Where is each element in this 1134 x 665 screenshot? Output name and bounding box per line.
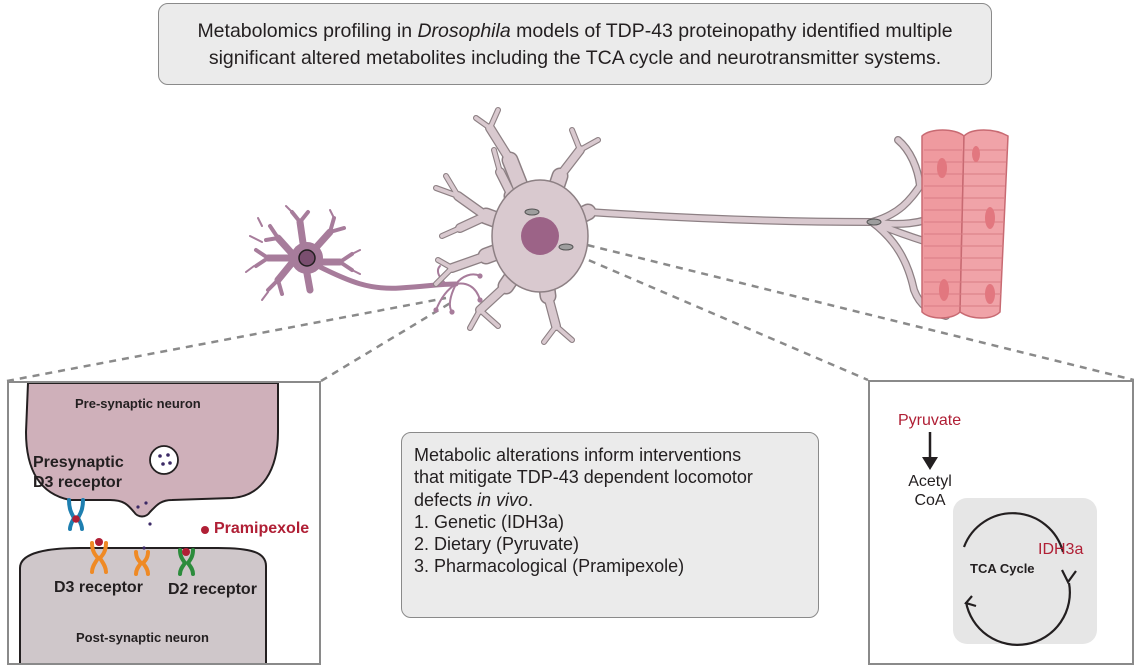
d2-receptor-icon bbox=[178, 548, 195, 576]
zoom-connectors bbox=[6, 240, 1134, 383]
postsynaptic-terminal bbox=[19, 547, 267, 663]
connector-left-a bbox=[6, 296, 447, 383]
d3-receptor-label: D3 receptor bbox=[54, 579, 143, 596]
connector-right-a bbox=[564, 248, 869, 382]
interventions-box: Metabolic alterations inform interventio… bbox=[401, 432, 819, 618]
synapse-panel bbox=[7, 381, 321, 665]
d3-receptor-icon bbox=[134, 550, 150, 576]
presynaptic-d3-receptor-icon bbox=[67, 498, 85, 531]
d3-receptor-icon bbox=[90, 538, 108, 574]
post-synaptic-label: Post-synaptic neuron bbox=[76, 630, 209, 645]
intervention-item: 1. Genetic (IDH3a) bbox=[414, 511, 565, 532]
pre-synaptic-label: Pre-synaptic neuron bbox=[75, 396, 201, 411]
connector-right-b bbox=[574, 240, 1134, 382]
presynaptic-receptor-label: Presynaptic D3 receptor bbox=[33, 454, 124, 491]
tca-cycle-arrow-icon bbox=[962, 512, 1071, 646]
synapse-illustration bbox=[19, 382, 279, 663]
header-line-1: Metabolomics profiling in Drosophila mod… bbox=[197, 20, 953, 42]
tca-background bbox=[953, 498, 1097, 644]
intervention-item: 2. Dietary (Pyruvate) bbox=[414, 534, 580, 555]
header-line-2: significant altered metabolites includin… bbox=[208, 47, 942, 69]
interventions-line-2: that mitigate TDP-43 dependent locomotor bbox=[414, 467, 753, 488]
connector-left-b bbox=[320, 300, 453, 383]
idh3a-label: IDH3a bbox=[1038, 541, 1084, 558]
tca-panel bbox=[868, 380, 1134, 665]
interventions-line-1: Metabolic alterations inform interventio… bbox=[414, 445, 742, 465]
header-summary-box: Metabolomics profiling in Drosophila mod… bbox=[158, 3, 992, 85]
pyruvate-label: Pyruvate bbox=[898, 412, 962, 429]
d2-receptor-label: D2 receptor bbox=[168, 581, 257, 598]
small-neuron bbox=[245, 205, 483, 315]
tca-illustration bbox=[922, 432, 1097, 646]
acetyl-coa-label: Acetyl CoA bbox=[908, 473, 952, 509]
intervention-item: 3. Pharmacological (Pramipexole) bbox=[414, 556, 685, 577]
pramipexole-dot-icon bbox=[201, 526, 209, 534]
presynaptic-terminal bbox=[24, 382, 279, 518]
interventions-line-3: defects in vivo. bbox=[414, 489, 534, 510]
pramipexole-label: Pramipexole bbox=[214, 520, 310, 537]
muscle-fibers bbox=[921, 129, 1009, 319]
motor-neuron bbox=[433, 107, 984, 345]
tca-cycle-label: TCA Cycle bbox=[970, 561, 1035, 576]
